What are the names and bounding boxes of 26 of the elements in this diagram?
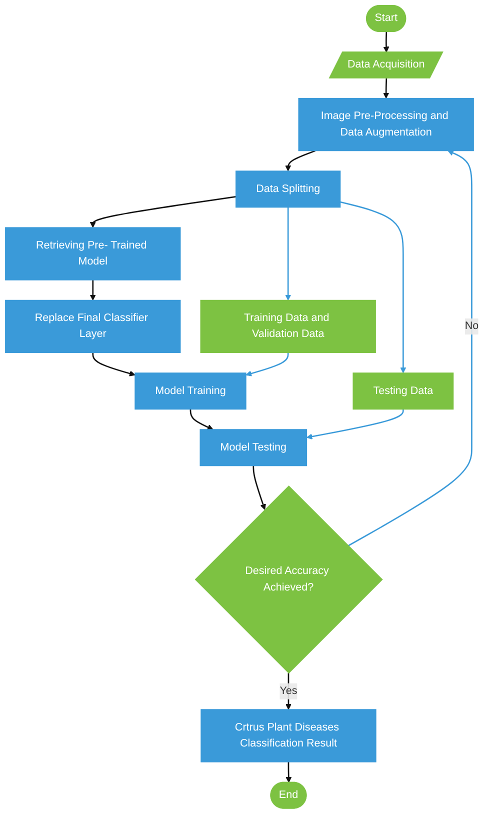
arrow xyxy=(252,466,266,510)
arrow xyxy=(246,352,289,376)
edge-label: Yes xyxy=(280,685,298,697)
arrow xyxy=(383,78,390,99)
node-diamond: Desired Accuracy Achieved? xyxy=(194,486,383,674)
arrow xyxy=(285,207,292,300)
arrow xyxy=(286,762,292,783)
edge-label: No xyxy=(464,320,479,332)
arrow xyxy=(383,32,390,52)
node-box: Image Pre-Processing and Data Augmentation xyxy=(298,98,474,152)
arrow xyxy=(190,409,214,430)
arrow xyxy=(285,150,316,172)
arrow xyxy=(348,150,472,546)
arrow xyxy=(90,196,236,228)
node-box: Model Testing xyxy=(200,429,308,466)
node-box: Replace Final Classifier Layer xyxy=(5,300,181,354)
node-box: Model Training xyxy=(134,372,246,410)
node-box: Crtrus Plant Diseases Classification Result xyxy=(200,709,376,762)
node-box: Testing Data xyxy=(352,372,454,410)
node-box: Retrieving Pre- Trained Model xyxy=(5,227,181,280)
arrow xyxy=(92,352,136,376)
arrow xyxy=(340,201,406,374)
node-box: Training Data and Validation Data xyxy=(200,300,376,354)
node-box: Data Splitting xyxy=(236,170,341,208)
arrow xyxy=(306,409,404,440)
arrow xyxy=(90,280,96,300)
